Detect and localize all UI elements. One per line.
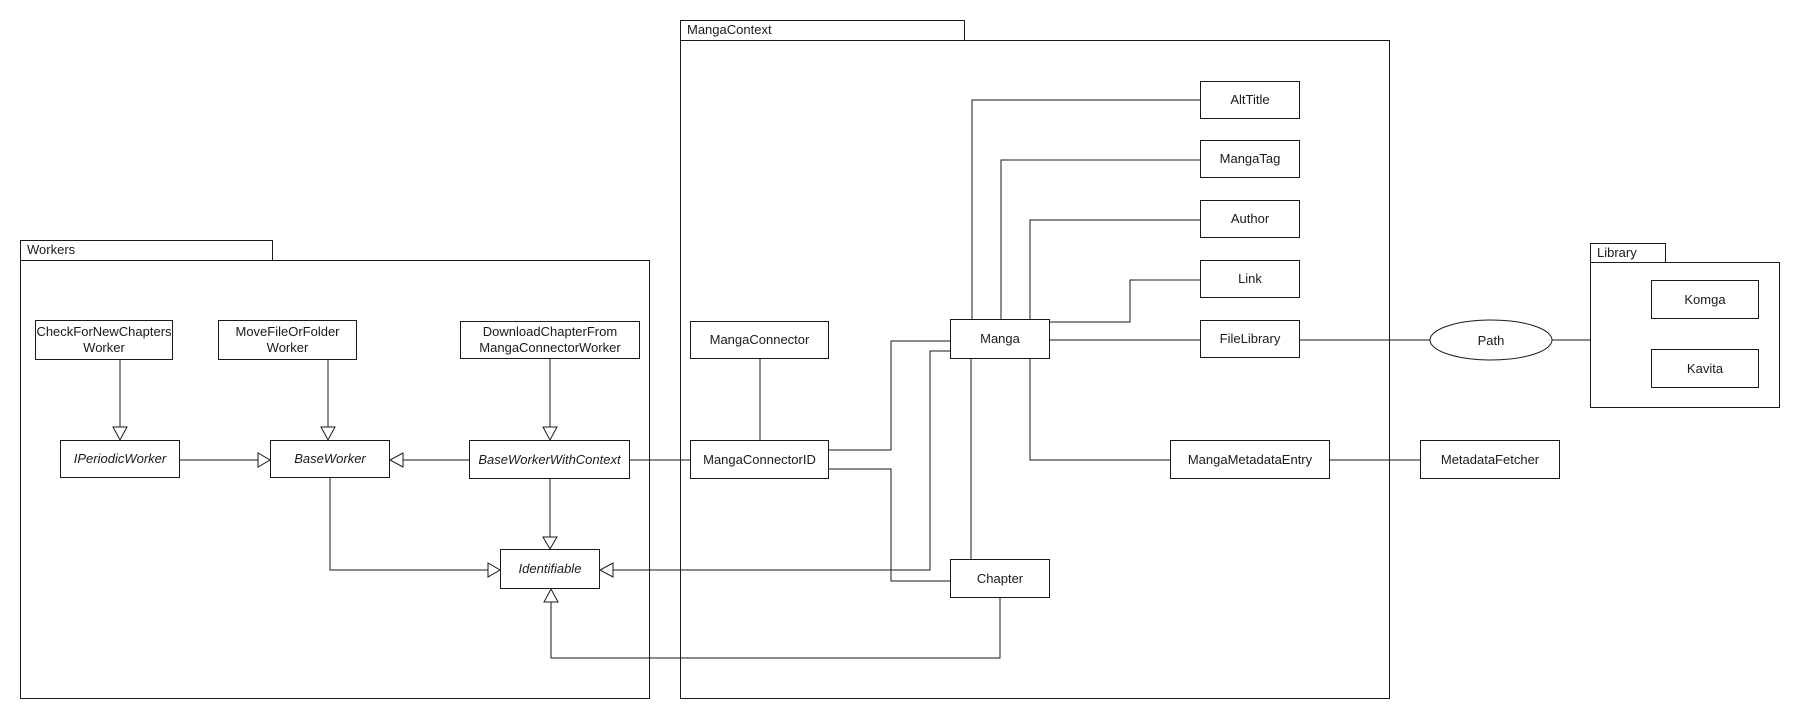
- edge-manga-mangametadataentry: [1029, 359, 1170, 461]
- edge-manga-mangatag: [1000, 159, 1200, 319]
- inheritance-arrowhead-identifiable-top: [542, 536, 558, 550]
- node-label: MangaMetadataEntry: [1187, 451, 1313, 467]
- path-ellipse: [1429, 319, 1553, 361]
- node-mangametadataentry: MangaMetadataEntry: [1170, 440, 1330, 479]
- package-mangacontext-label: MangaContext: [687, 22, 772, 37]
- node-label: BaseWorkerWithContext: [478, 451, 621, 467]
- node-label: CheckForNewChapters: [36, 324, 172, 339]
- node-label: Worker: [266, 340, 309, 355]
- node-path-label: Path: [1477, 332, 1505, 348]
- node-label: Komga: [1684, 291, 1726, 307]
- node-downloadchapterfrommangaconnectorworker: DownloadChapterFrom MangaConnectorWorker: [460, 321, 640, 359]
- edge-chapter-identifiable: [550, 598, 1001, 659]
- package-library-label: Library: [1597, 245, 1637, 260]
- node-baseworkerwithcontext: BaseWorkerWithContext: [469, 440, 630, 479]
- node-label: MetadataFetcher: [1440, 451, 1540, 467]
- node-label: Manga: [980, 331, 1020, 346]
- edge-manga-alttitle: [971, 99, 1200, 319]
- node-label: MangaTag: [1219, 151, 1281, 166]
- node-label: Link: [1238, 271, 1262, 286]
- node-label: Kavita: [1686, 360, 1724, 376]
- inheritance-arrowhead-baseworker-right: [388, 452, 404, 468]
- node-label: FileLibrary: [1219, 331, 1281, 346]
- node-label: MangaConnectorID: [703, 451, 816, 467]
- node-mangatag: MangaTag: [1200, 140, 1300, 178]
- package-workers-label: Workers: [27, 242, 76, 257]
- node-author: Author: [1200, 200, 1300, 238]
- node-chapter: Chapter: [950, 559, 1050, 598]
- node-checkfornewchaptersworker: CheckForNewChapters Worker: [35, 320, 173, 360]
- edge-manga-link: [1050, 279, 1200, 323]
- node-alttitle: AltTitle: [1200, 81, 1300, 119]
- node-label: DownloadChapterFrom: [482, 324, 618, 339]
- node-mangaconnector: MangaConnector: [690, 321, 829, 359]
- node-label: MangaConnector: [709, 332, 810, 347]
- edge-mangaconnectorid-chapter: [829, 468, 950, 582]
- inheritance-arrowhead-identifiable-left: [487, 562, 501, 578]
- node-label: IPeriodicWorker: [73, 451, 167, 466]
- node-label: Author: [1230, 211, 1270, 226]
- node-metadatafetcher: MetadataFetcher: [1420, 440, 1560, 479]
- inheritance-arrowhead-baseworker-left: [257, 452, 271, 468]
- node-label: MoveFileOrFolder: [235, 324, 340, 339]
- node-manga: Manga: [950, 319, 1050, 359]
- edge-manga-author: [1029, 219, 1200, 319]
- node-identifiable: Identifiable: [500, 549, 600, 589]
- node-label: Identifiable: [518, 561, 582, 576]
- edge-baseworker-identifiable: [329, 478, 488, 571]
- node-movefileorfolderworker: MoveFileOrFolder Worker: [218, 320, 357, 360]
- inheritance-arrowhead-identifiable-bottom: [543, 587, 559, 603]
- edge-manga-identifiable: [613, 350, 950, 571]
- inheritance-arrowhead-baseworker-top: [320, 426, 336, 442]
- inheritance-arrowhead-identifiable-right: [598, 562, 614, 578]
- node-link: Link: [1200, 260, 1300, 298]
- node-mangaconnectorid: MangaConnectorID: [690, 440, 829, 479]
- inheritance-arrowhead-iperiodicworker: [112, 426, 128, 442]
- node-kavita: Kavita: [1651, 349, 1759, 388]
- node-label: AltTitle: [1230, 92, 1270, 107]
- node-label: Chapter: [976, 570, 1024, 586]
- node-iperiodicworker: IPeriodicWorker: [60, 440, 180, 478]
- inheritance-arrowhead-baseworkerwithcontext-top: [542, 426, 558, 442]
- node-label: MangaConnectorWorker: [479, 340, 621, 355]
- node-label: BaseWorker: [294, 451, 366, 466]
- node-baseworker: BaseWorker: [270, 440, 390, 478]
- node-komga: Komga: [1651, 280, 1759, 319]
- node-filelibrary: FileLibrary: [1200, 320, 1300, 358]
- node-label: Worker: [83, 340, 125, 355]
- edge-mangaconnectorid-manga: [829, 340, 950, 451]
